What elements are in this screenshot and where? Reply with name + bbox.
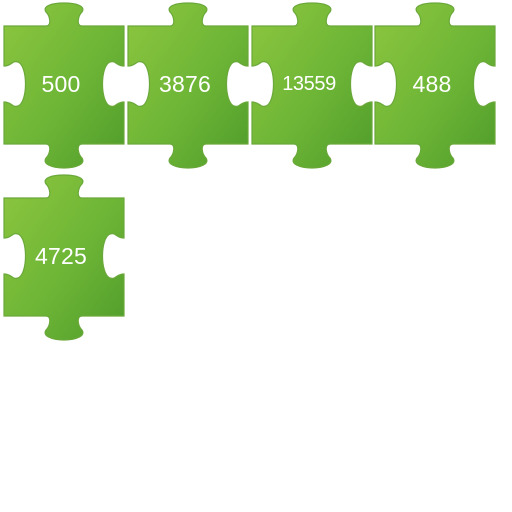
puzzle-piece-2[interactable]: 3876 bbox=[124, 0, 252, 176]
puzzle-piece-shape bbox=[3, 174, 125, 341]
puzzle-piece-1[interactable]: 500 bbox=[0, 0, 128, 176]
puzzle-piece-shape bbox=[251, 2, 373, 169]
puzzle-piece-3[interactable]: 13559 bbox=[248, 0, 376, 176]
puzzle-piece-5[interactable]: 4725 bbox=[0, 172, 128, 348]
puzzle-piece-shape bbox=[3, 2, 125, 169]
puzzle-piece-shape bbox=[127, 2, 249, 169]
puzzle-piece-4[interactable]: 488 bbox=[371, 0, 499, 176]
puzzle-piece-shape bbox=[374, 2, 496, 169]
